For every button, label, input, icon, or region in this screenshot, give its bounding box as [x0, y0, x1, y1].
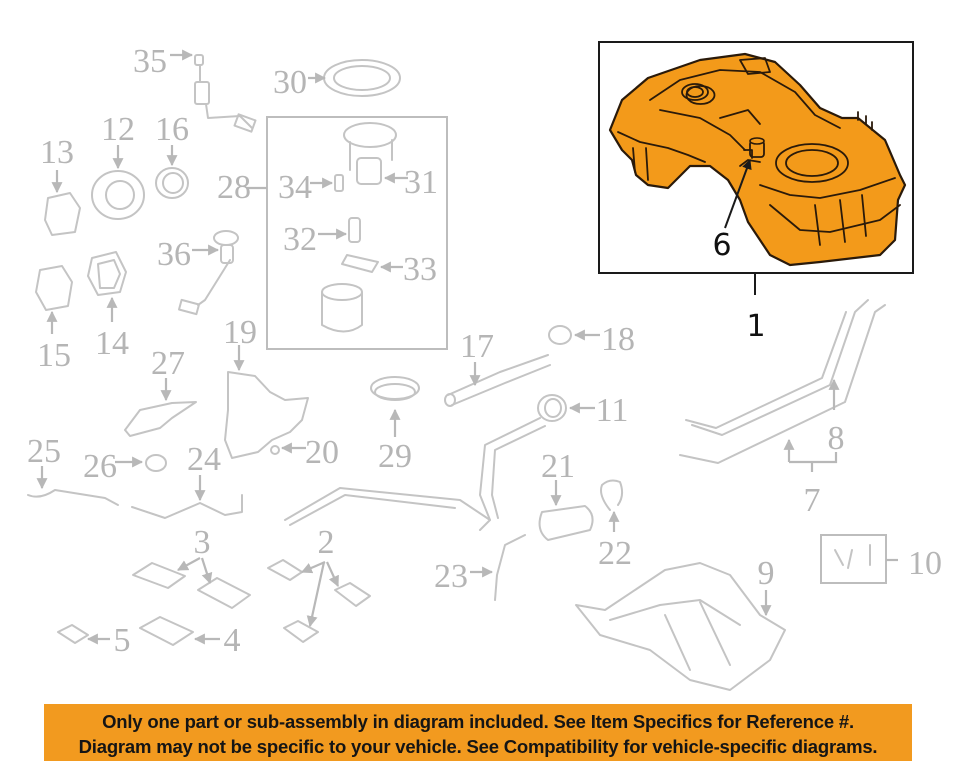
callout-4[interactable]: 4	[224, 622, 241, 659]
callout-23[interactable]: 23	[434, 558, 468, 595]
part-9-shield[interactable]	[575, 562, 786, 691]
callout-34[interactable]: 34	[278, 169, 312, 206]
callout-31[interactable]: 31	[404, 164, 438, 201]
part-2-pads[interactable]	[267, 559, 371, 643]
part-4-pad[interactable]	[139, 616, 220, 646]
leader-6	[724, 159, 752, 229]
callout-12[interactable]: 12	[101, 111, 135, 148]
callout-5[interactable]: 5	[114, 622, 131, 659]
callout-22[interactable]: 22	[598, 535, 632, 572]
callout-28[interactable]: 28	[217, 169, 251, 206]
callout-6[interactable]: 6	[712, 228, 731, 263]
callout-36[interactable]: 36	[157, 236, 191, 273]
callout-3[interactable]: 3	[194, 524, 211, 561]
part-27-bracket[interactable]	[124, 378, 197, 437]
disclaimer-banner: Only one part or sub-assembly in diagram…	[44, 704, 912, 761]
callout-21[interactable]: 21	[541, 448, 575, 485]
callout-33[interactable]: 33	[403, 251, 437, 288]
part-29-ring[interactable]	[370, 376, 420, 437]
part-33-sensor[interactable]	[341, 254, 403, 273]
disclaimer-line-1: Only one part or sub-assembly in diagram…	[102, 711, 854, 732]
callout-19[interactable]: 19	[223, 314, 257, 351]
callout-7[interactable]: 7	[804, 482, 821, 519]
callout-15[interactable]: 15	[37, 337, 71, 374]
part-22-hose[interactable]	[600, 479, 624, 532]
callout-10[interactable]: 10	[908, 545, 942, 582]
group-box-28	[266, 116, 448, 350]
callout-16[interactable]: 16	[155, 111, 189, 148]
callout-13[interactable]: 13	[40, 134, 74, 171]
part-21-canister[interactable]	[538, 480, 594, 541]
part-13-gasket[interactable]	[44, 170, 81, 236]
callout-labels: 1 2 3 4 5 6 7 8 9 10 11 12 13 14 15 16 1…	[27, 43, 942, 659]
highlight-box	[598, 41, 914, 274]
callout-20[interactable]: 20	[305, 434, 339, 471]
part-24-pipe[interactable]	[131, 475, 243, 519]
part-34-fitting[interactable]	[310, 174, 344, 192]
part-14-seal[interactable]	[87, 251, 127, 322]
pump-reservoir	[321, 283, 363, 333]
callout-30[interactable]: 30	[273, 64, 307, 101]
part-12-housing[interactable]	[91, 145, 145, 220]
callout-11[interactable]: 11	[596, 392, 629, 429]
callout-27[interactable]: 27	[151, 345, 185, 382]
callout-18[interactable]: 18	[601, 321, 635, 358]
part-11-filler-neck[interactable]	[284, 394, 595, 531]
part-32-filter[interactable]	[318, 217, 361, 243]
callout-2[interactable]: 2	[318, 524, 335, 561]
callout-35[interactable]: 35	[133, 43, 167, 80]
callout-24[interactable]: 24	[187, 441, 221, 478]
part-31-pump[interactable]	[343, 122, 408, 185]
part-18-clamp[interactable]	[548, 325, 600, 345]
part-5-pad[interactable]	[57, 624, 110, 645]
fuel-tank-part-1[interactable]	[598, 41, 914, 295]
callout-9[interactable]: 9	[758, 555, 775, 592]
callout-1[interactable]: 1	[746, 309, 765, 344]
part-30-gasket[interactable]	[308, 59, 401, 97]
callout-17[interactable]: 17	[460, 328, 494, 365]
callout-8[interactable]: 8	[828, 420, 845, 457]
part-36-sender[interactable]	[178, 230, 239, 316]
part-3-pads[interactable]	[132, 557, 251, 609]
callout-14[interactable]: 14	[95, 325, 129, 362]
callout-29[interactable]: 29	[378, 438, 412, 475]
part-25-hose[interactable]	[27, 466, 119, 506]
part-15-gasket[interactable]	[35, 265, 73, 334]
callout-25[interactable]: 25	[27, 433, 61, 470]
callout-32[interactable]: 32	[283, 221, 317, 258]
part-7-8-straps[interactable]	[679, 299, 886, 472]
part-26-valve[interactable]	[115, 454, 167, 472]
part-10-clips[interactable]	[820, 534, 898, 584]
part-35-sender[interactable]	[170, 49, 257, 133]
callout-26[interactable]: 26	[83, 448, 117, 485]
part-16-cap[interactable]	[155, 145, 189, 199]
part-19-bracket[interactable]	[224, 345, 309, 459]
part-20-clip[interactable]	[270, 442, 306, 455]
part-17-hose[interactable]	[444, 354, 551, 407]
part-23-hose[interactable]	[470, 534, 526, 601]
disclaimer-line-2: Diagram may not be specific to your vehi…	[78, 736, 878, 757]
